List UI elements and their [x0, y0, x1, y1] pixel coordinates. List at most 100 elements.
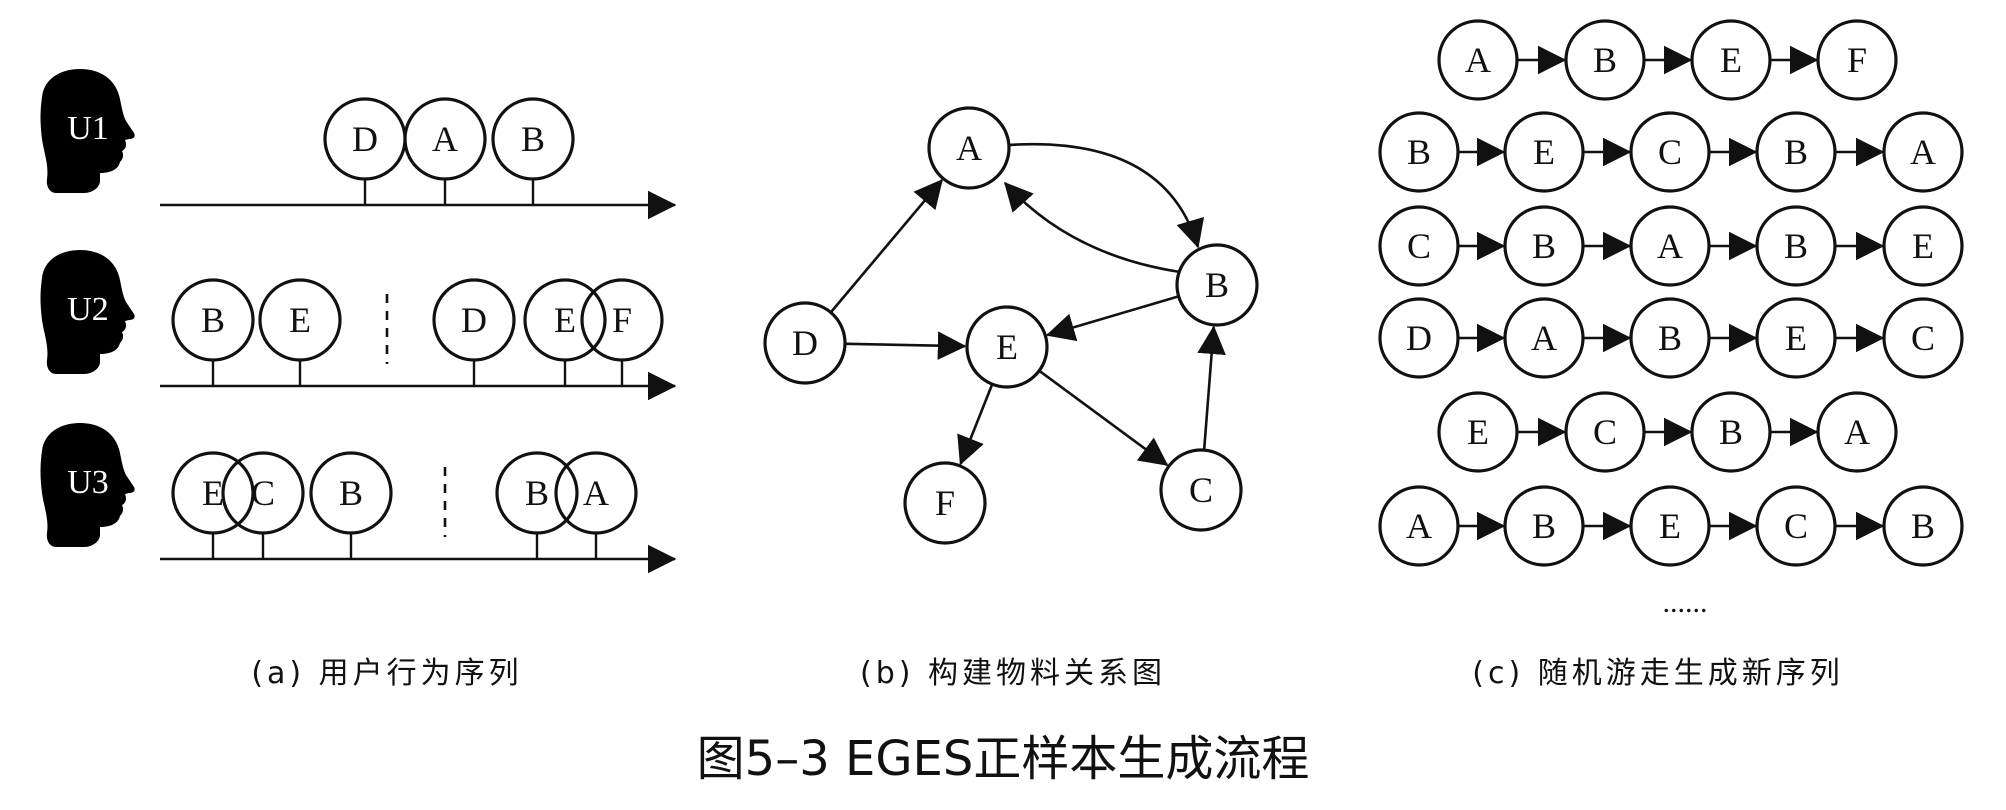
- item-circle: [491, 97, 575, 181]
- node-label: A: [1406, 506, 1432, 546]
- walk-node: B: [1690, 391, 1772, 473]
- walk-node: A: [1503, 297, 1585, 379]
- behavior-item: A: [403, 97, 487, 181]
- walk-node: A: [1378, 485, 1460, 567]
- walk-node: D: [1378, 297, 1460, 379]
- edge-d-e: [845, 331, 967, 360]
- node-circle: [1629, 111, 1711, 193]
- node-circle: [1437, 391, 1519, 473]
- caption-a: (a) 用户行为序列: [251, 656, 522, 691]
- item-label: E: [554, 300, 576, 340]
- caption-b: (b) 构建物料关系图: [860, 656, 1166, 691]
- item-label: F: [612, 300, 632, 340]
- node-label: D: [1406, 318, 1432, 358]
- item-label: A: [432, 119, 458, 159]
- item-circle: [554, 451, 638, 535]
- node-circle: [1175, 243, 1259, 327]
- node-label: A: [1910, 132, 1936, 172]
- node-circle: [1755, 485, 1837, 567]
- node-label: E: [996, 327, 1018, 367]
- panel-b-item-graph: A B C D E F: [763, 106, 1259, 545]
- user-id-label: U1: [67, 110, 109, 147]
- node-label: C: [1658, 132, 1682, 172]
- walk-node: E: [1437, 391, 1519, 473]
- item-circle: [495, 451, 579, 535]
- node-circle: [1882, 485, 1964, 567]
- node-label: E: [1785, 318, 1807, 358]
- item-circle: [523, 278, 607, 362]
- graph-node-c: C: [1159, 448, 1243, 532]
- walk-node: F: [1816, 19, 1898, 101]
- walk-node: C: [1378, 205, 1460, 287]
- graph-node-b: B: [1175, 243, 1259, 327]
- node-label: E: [1720, 40, 1742, 80]
- edge-b-a: [1004, 181, 1181, 274]
- node-label: A: [1844, 412, 1870, 452]
- behavior-item: D: [432, 278, 516, 362]
- node-label: F: [935, 483, 955, 523]
- edge-c-b: [1197, 325, 1226, 450]
- head-silhouette: [40, 423, 135, 547]
- node-circle: [1378, 205, 1460, 287]
- walk-node: B: [1503, 485, 1585, 567]
- node-circle: [1690, 19, 1772, 101]
- walk-node: B: [1564, 19, 1646, 101]
- node-label: B: [1719, 412, 1743, 452]
- node-label: B: [1205, 265, 1229, 305]
- figure-title: 图5–3 EGES正样本生成流程: [697, 731, 1310, 787]
- node-circle: [1882, 205, 1964, 287]
- walk-node: A: [1882, 111, 1964, 193]
- node-label: D: [792, 323, 818, 363]
- node-label: C: [1593, 412, 1617, 452]
- user-head-icon: U3: [40, 423, 135, 547]
- item-label: C: [251, 473, 275, 513]
- walk-node: C: [1629, 111, 1711, 193]
- node-circle: [1564, 19, 1646, 101]
- item-circle: [171, 451, 255, 535]
- item-circle: [258, 278, 342, 362]
- walk-node: C: [1755, 485, 1837, 567]
- node-label: A: [1531, 318, 1557, 358]
- walk-node: B: [1378, 111, 1460, 193]
- node-circle: [903, 461, 987, 545]
- edge-a-b: [1007, 142, 1205, 249]
- walk-node: B: [1503, 205, 1585, 287]
- node-circle: [1629, 297, 1711, 379]
- node-label: B: [1911, 506, 1935, 546]
- behavior-item: C: [221, 451, 305, 535]
- node-label: C: [1407, 226, 1431, 266]
- item-label: D: [352, 119, 378, 159]
- item-circle: [403, 97, 487, 181]
- walk-node: E: [1503, 111, 1585, 193]
- walk-node: E: [1755, 297, 1837, 379]
- node-circle: [1816, 19, 1898, 101]
- node-label: E: [1467, 412, 1489, 452]
- behavior-item: D: [323, 97, 407, 181]
- user-head-icon: U1: [40, 69, 135, 193]
- node-label: C: [1189, 470, 1213, 510]
- node-circle: [1378, 297, 1460, 379]
- node-label: A: [956, 128, 982, 168]
- walk-node: B: [1755, 205, 1837, 287]
- item-label: B: [521, 119, 545, 159]
- item-label: B: [339, 473, 363, 513]
- behavior-item: B: [491, 97, 575, 181]
- graph-node-f: F: [903, 461, 987, 545]
- node-circle: [1882, 297, 1964, 379]
- node-label: C: [1784, 506, 1808, 546]
- node-circle: [965, 305, 1049, 389]
- caption-c: (c) 随机游走生成新序列: [1472, 656, 1843, 691]
- user-id-label: U3: [67, 464, 109, 501]
- node-label: B: [1658, 318, 1682, 358]
- node-circle: [1755, 111, 1837, 193]
- item-label: E: [289, 300, 311, 340]
- node-label: B: [1784, 132, 1808, 172]
- edge-e-f: [957, 384, 994, 466]
- item-label: D: [461, 300, 487, 340]
- behavior-item: E: [258, 278, 342, 362]
